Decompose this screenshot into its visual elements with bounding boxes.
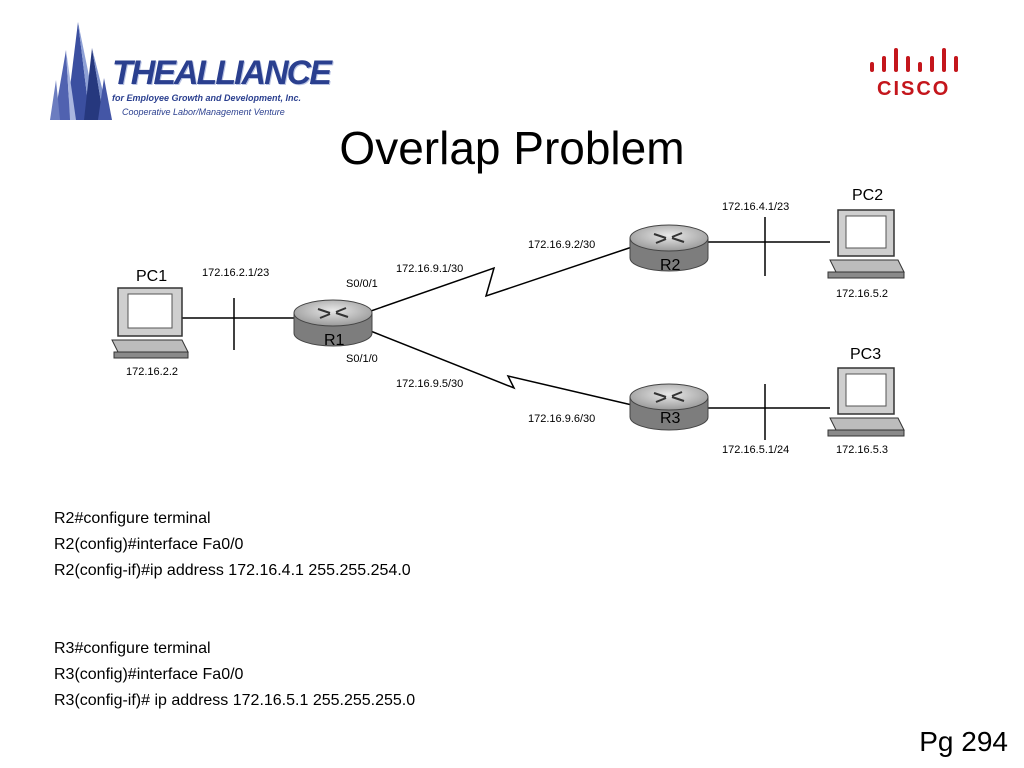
pc2-ip: 172.16.5.2 bbox=[836, 288, 888, 300]
config-line: R3#configure terminal bbox=[54, 640, 211, 657]
cisco-bridge-icon bbox=[870, 48, 958, 72]
alliance-logo bbox=[50, 22, 112, 120]
page-title: Overlap Problem bbox=[339, 122, 685, 174]
pc3-computer-icon[interactable] bbox=[827, 367, 905, 437]
serial-link-r1-r2 bbox=[367, 246, 633, 313]
pc1-name: PC1 bbox=[136, 268, 167, 285]
r1-s0-1-0-ip: 172.16.9.5/30 bbox=[396, 378, 463, 390]
config-line: R2#configure terminal bbox=[54, 510, 211, 527]
alliance-subtitle: Cooperative Labor/Management Venture bbox=[122, 107, 285, 117]
router-arrows-icon bbox=[317, 307, 349, 319]
r3-name: R3 bbox=[660, 410, 681, 427]
router-arrows-icon bbox=[653, 391, 685, 403]
r3-config-block: R3#configure terminal R3(config)#interfa… bbox=[54, 636, 415, 714]
router-r2[interactable] bbox=[629, 224, 709, 272]
r1-name: R1 bbox=[324, 332, 345, 349]
pc3-name: PC3 bbox=[850, 346, 881, 363]
r2-config-block: R2#configure terminal R2(config)#interfa… bbox=[54, 506, 411, 584]
serial-link-r1-r3 bbox=[367, 329, 633, 406]
r2-lan-ip: 172.16.4.1/23 bbox=[722, 201, 789, 213]
router-r1[interactable] bbox=[293, 299, 373, 347]
config-line: R2(config-if)#ip address 172.16.4.1 255.… bbox=[54, 562, 411, 579]
r1-s0-1-0-label: S0/1/0 bbox=[346, 353, 378, 365]
router-r3[interactable] bbox=[629, 383, 709, 431]
lan-links bbox=[182, 217, 830, 440]
page-number: Pg 294 bbox=[919, 726, 1008, 757]
pc3-ip: 172.16.5.3 bbox=[836, 444, 888, 456]
pc2-computer-icon[interactable] bbox=[827, 209, 905, 279]
alliance-tagline: for Employee Growth and Development, Inc… bbox=[112, 93, 302, 103]
cisco-wordmark: CISCO bbox=[877, 78, 951, 100]
config-line: R2(config)#interface Fa0/0 bbox=[54, 536, 244, 553]
r2-wan-ip: 172.16.9.2/30 bbox=[528, 239, 595, 251]
r3-lan-ip: 172.16.5.1/24 bbox=[722, 444, 789, 456]
config-line: R3(config-if)# ip address 172.16.5.1 255… bbox=[54, 692, 416, 709]
crystal-icon bbox=[50, 22, 112, 120]
pc2-name: PC2 bbox=[852, 187, 883, 204]
alliance-wordmark: THEALLIANCE bbox=[112, 54, 332, 92]
router-arrows-icon bbox=[653, 232, 685, 244]
r1-s0-0-1-label: S0/0/1 bbox=[346, 278, 378, 290]
r1-s0-0-1-ip: 172.16.9.1/30 bbox=[396, 263, 463, 275]
pc1-ip: 172.16.2.2 bbox=[126, 366, 178, 378]
config-line: R3(config)#interface Fa0/0 bbox=[54, 666, 244, 683]
r2-name: R2 bbox=[660, 257, 681, 274]
pc1-computer-icon[interactable] bbox=[111, 287, 189, 359]
r1-lan-ip: 172.16.2.1/23 bbox=[202, 267, 269, 279]
r3-wan-ip: 172.16.9.6/30 bbox=[528, 413, 595, 425]
network-diagram: R1 R2 R3 PC1 172.16.2.2 PC2 172.16.5.2 bbox=[111, 187, 905, 456]
